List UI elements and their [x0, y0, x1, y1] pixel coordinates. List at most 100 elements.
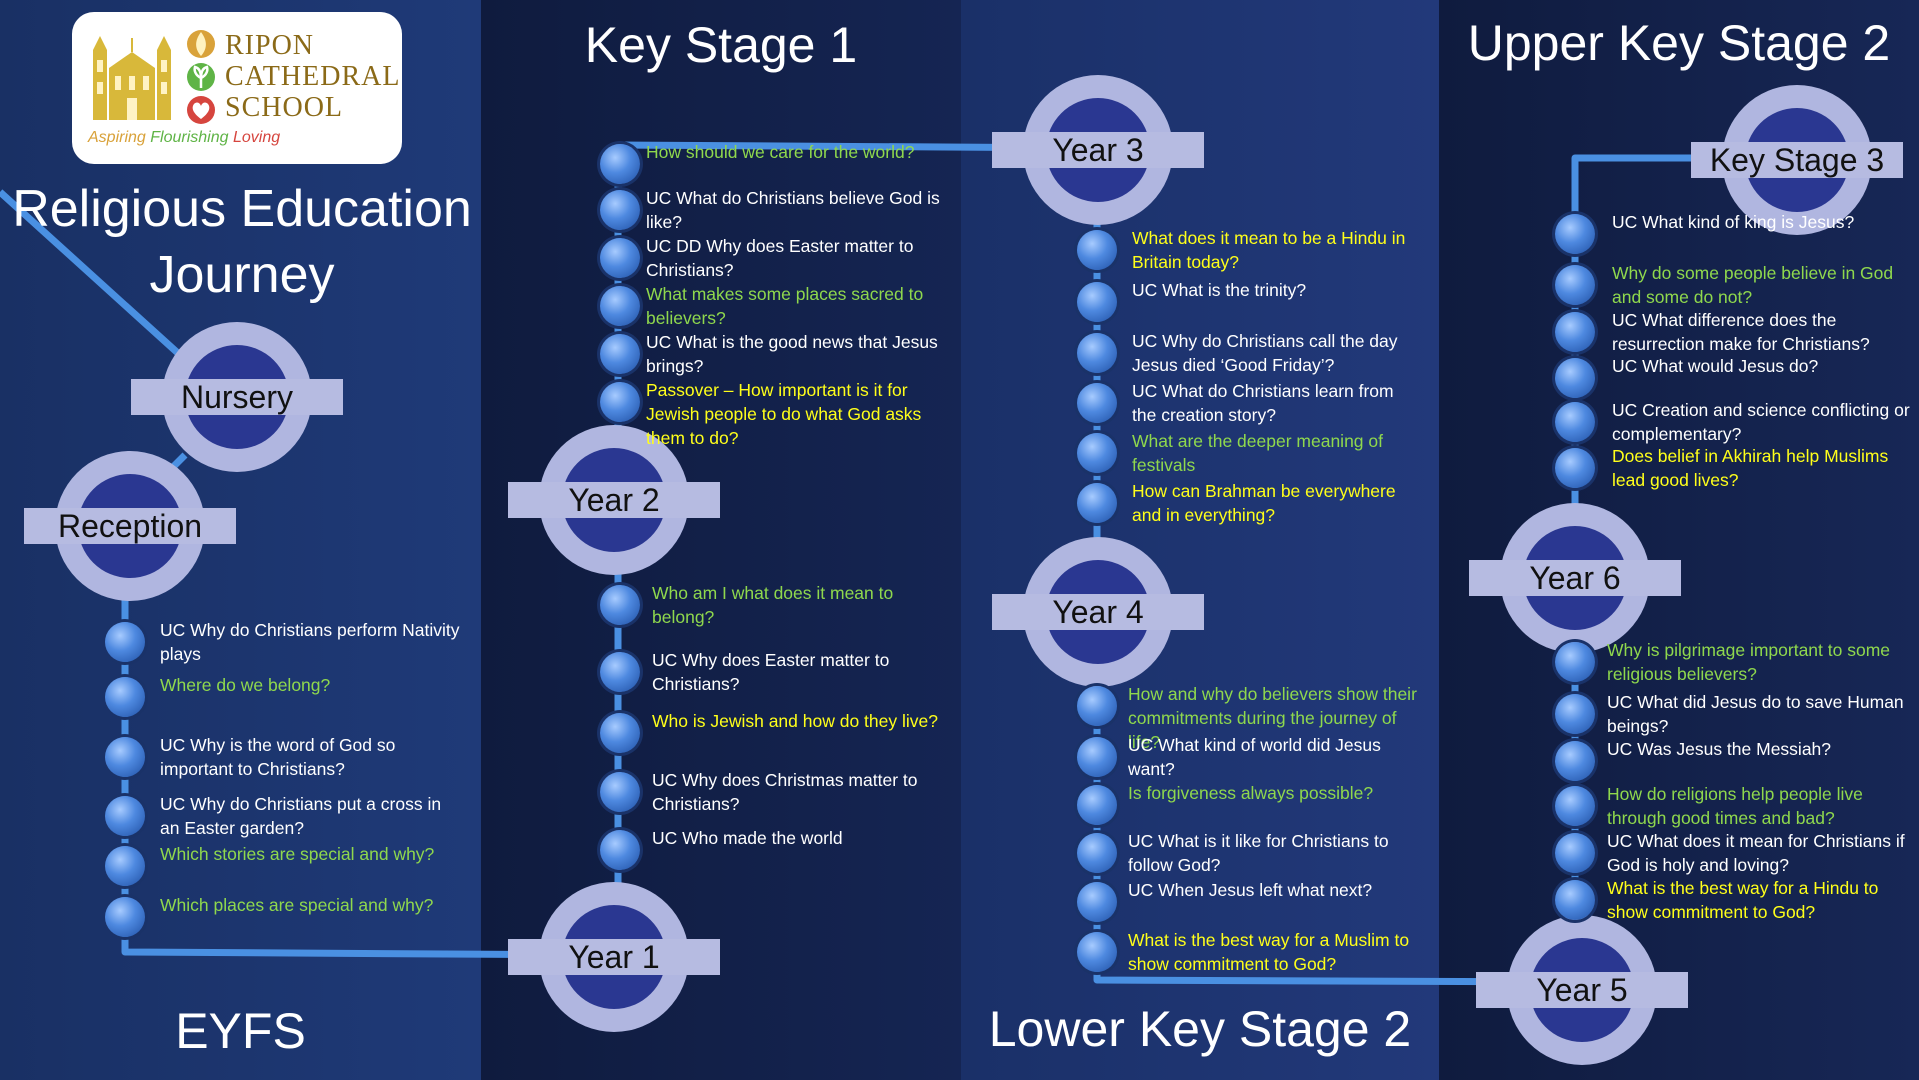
question-year3: UC What is the trinity?: [1132, 280, 1307, 300]
stop-marker: [1077, 882, 1117, 922]
question-year2: Passover – How important is it for Jewis…: [646, 380, 922, 448]
question-year5: Why is pilgrimage important to some reli…: [1607, 640, 1891, 684]
school-name-line-3: SCHOOL: [225, 92, 344, 123]
question-year4: UC What is it like for Christians to fol…: [1128, 831, 1389, 875]
question-year3: UC What do Christians learn from the cre…: [1132, 381, 1394, 425]
question-year6: UC Creation and science conflicting or c…: [1612, 400, 1910, 444]
stop-marker: [1077, 833, 1117, 873]
stop-marker: [1077, 433, 1117, 473]
track-segment-title: [0, 189, 183, 358]
question-year3: What does it mean to be a Hindu in Brita…: [1132, 228, 1406, 272]
station-label-reception: Reception: [24, 508, 236, 544]
school-name: RIPON CATHEDRAL SCHOOL: [225, 30, 400, 123]
question-year3: How can Brahman be everywhere and in eve…: [1132, 481, 1396, 525]
question-year5: What is the best way for a Hindu to show…: [1607, 878, 1879, 922]
stop-marker: [600, 190, 640, 230]
stop-marker: [1077, 333, 1117, 373]
question-year4: UC When Jesus left what next?: [1128, 880, 1373, 900]
stop-marker: [105, 846, 145, 886]
stop-marker: [1077, 230, 1117, 270]
stop-marker: [105, 796, 145, 836]
question-year3: UC Why do Christians call the day Jesus …: [1132, 331, 1398, 375]
stop-marker: [105, 677, 145, 717]
stop-marker: [1555, 448, 1595, 488]
stop-marker: [1077, 686, 1117, 726]
question-year3: What are the deeper meaning of festivals: [1132, 431, 1383, 475]
station-label-ks3: Key Stage 3: [1691, 142, 1903, 178]
stop-marker: [600, 713, 640, 753]
section-title-eyfs: EYFS: [175, 1003, 306, 1059]
question-reception: UC Why do Christians put a cross in an E…: [160, 794, 442, 838]
stop-marker: [1555, 265, 1595, 305]
question-year1: UC Why does Easter matter to Christians?: [652, 650, 890, 694]
stop-marker: [600, 652, 640, 692]
question-year2: UC What is the good news that Jesus brin…: [646, 332, 938, 376]
stop-marker: [600, 830, 640, 870]
stop-marker: [105, 897, 145, 937]
question-year2: UC DD Why does Easter matter to Christia…: [646, 236, 914, 280]
question-year5: How do religions help people live throug…: [1607, 784, 1863, 828]
station-label-nursery: Nursery: [131, 379, 343, 415]
stop-marker: [1077, 785, 1117, 825]
station-label-year5: Year 5: [1476, 972, 1688, 1008]
tagline-loving: Loving: [232, 129, 281, 146]
question-reception: UC Why is the word of God so important t…: [160, 735, 396, 779]
school-tagline: Aspiring Flourishing Loving: [88, 129, 280, 147]
station-label-year6: Year 6: [1469, 560, 1681, 596]
cathedral-icon: [93, 36, 171, 120]
question-reception: Which stories are special and why?: [160, 844, 435, 864]
stop-marker: [1555, 214, 1595, 254]
question-year4: Is forgiveness always possible?: [1128, 783, 1374, 803]
heart-icon: [187, 96, 215, 124]
stop-marker: [1555, 402, 1595, 442]
section-title-upper-key-stage-2: Upper Key Stage 2: [1467, 15, 1891, 71]
stop-marker: [105, 622, 145, 662]
school-name-line-1: RIPON: [225, 30, 315, 61]
station-label-year2: Year 2: [508, 482, 720, 518]
stop-marker: [600, 286, 640, 326]
plant-icon: [187, 63, 215, 91]
section-title-lower-key-stage-2: Lower Key Stage 2: [988, 1001, 1412, 1057]
question-reception: Where do we belong?: [160, 675, 331, 695]
page-title: Religious Education Journey: [0, 176, 484, 308]
question-year6: UC What kind of king is Jesus?: [1612, 212, 1855, 232]
stop-marker: [1077, 737, 1117, 777]
question-year2: What makes some places sacred to believe…: [646, 284, 924, 328]
tagline-aspiring: Aspiring: [88, 129, 146, 146]
question-year6: UC What difference does the resurrection…: [1612, 310, 1870, 354]
stop-marker: [1555, 358, 1595, 398]
stop-marker: [1077, 932, 1117, 972]
stop-marker: [1555, 833, 1595, 873]
question-year5: UC What does it mean for Christians if G…: [1607, 831, 1905, 875]
stop-marker: [1077, 282, 1117, 322]
question-year2: How should we care for the world?: [646, 142, 915, 162]
station-label-year3: Year 3: [992, 132, 1204, 168]
school-name-line-2: CATHEDRAL: [225, 61, 401, 92]
question-year1: Who am I what does it mean to belong?: [652, 583, 894, 627]
stop-marker: [600, 238, 640, 278]
tagline-flourishing: Flourishing: [150, 129, 229, 146]
stop-marker: [1555, 786, 1595, 826]
question-year2: UC What do Christians believe God is lik…: [646, 188, 940, 232]
question-year6: Does belief in Akhirah help Muslims lead…: [1612, 446, 1889, 490]
stop-marker: [1555, 741, 1595, 781]
question-year1: UC Why does Christmas matter to Christia…: [652, 770, 918, 814]
question-year6: UC What would Jesus do?: [1612, 356, 1819, 376]
station-label-year4: Year 4: [992, 594, 1204, 630]
station-label-year1: Year 1: [508, 939, 720, 975]
stop-marker: [1555, 694, 1595, 734]
stop-marker: [1077, 483, 1117, 523]
stop-marker: [600, 334, 640, 374]
stop-marker: [1555, 880, 1595, 920]
title-line-1: Religious Education: [12, 180, 472, 238]
stop-marker: [105, 737, 145, 777]
question-year1: UC Who made the world: [652, 828, 843, 848]
stop-marker: [600, 772, 640, 812]
flame-icon: [187, 30, 215, 58]
stop-marker: [1077, 383, 1117, 423]
stop-marker: [600, 382, 640, 422]
question-year1: Who is Jewish and how do they live?: [652, 711, 938, 731]
question-year5: UC What did Jesus do to save Human being…: [1607, 692, 1904, 736]
question-year6: Why do some people believe in God and so…: [1612, 263, 1894, 307]
